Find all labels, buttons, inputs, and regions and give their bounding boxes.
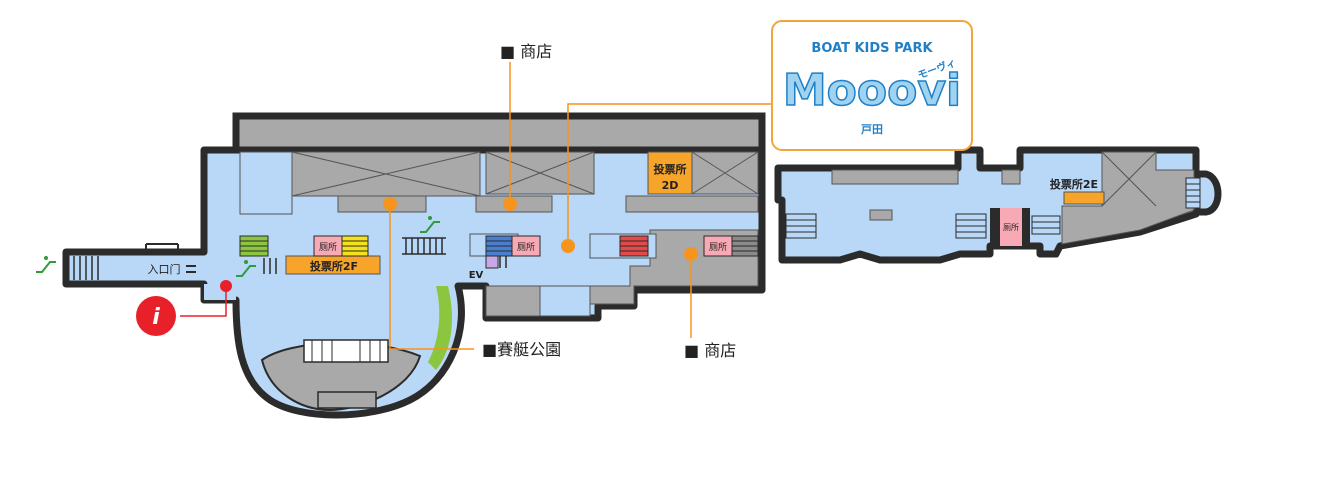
escalator-icon xyxy=(420,216,440,233)
gray-block xyxy=(239,151,293,215)
ev-label: EV xyxy=(469,270,484,281)
stairs-icon xyxy=(485,235,513,257)
toilet: 厕所 xyxy=(313,235,343,257)
gray-block xyxy=(1061,151,1195,245)
voting-2f-label: 投票所2F xyxy=(310,259,358,273)
gray-block xyxy=(625,195,759,213)
park-callout: ■賽艇公園 xyxy=(482,340,561,359)
stairs-icon xyxy=(1031,215,1061,235)
blue-block xyxy=(539,285,591,317)
info-point xyxy=(220,280,232,292)
shop-marker[interactable] xyxy=(684,247,698,261)
stairs-icon xyxy=(263,258,277,274)
kids-park-logo[interactable]: BOAT KIDS PARK Mooovi モーヴィ 戸田 xyxy=(771,20,973,151)
toilet-label: 厕所 xyxy=(517,242,535,253)
gray-block xyxy=(831,169,959,185)
logo-brand: Mooovi xyxy=(783,65,961,116)
svg-text:i: i xyxy=(152,305,160,330)
voting-2e-label: 投票所2E xyxy=(1050,177,1098,191)
toilet xyxy=(1000,208,1022,246)
logo-sub: 戸田 xyxy=(861,123,883,136)
gray-block xyxy=(337,195,427,213)
shop-marker[interactable] xyxy=(503,197,517,211)
door-marker xyxy=(145,243,196,273)
voting-2d-area xyxy=(647,151,693,195)
info-line xyxy=(180,286,227,317)
stairs-icon xyxy=(341,235,369,257)
main-building xyxy=(62,112,766,419)
gray-block xyxy=(869,209,893,221)
kids-park-marker[interactable] xyxy=(561,239,575,253)
stairs-icon xyxy=(955,213,987,239)
main-floor xyxy=(62,146,766,419)
stairs-icon xyxy=(239,235,269,257)
escalator-icon xyxy=(236,260,256,277)
park-marker[interactable] xyxy=(383,197,397,211)
stand-seats xyxy=(303,339,389,363)
stairs-icon xyxy=(73,256,99,280)
stairs-icon xyxy=(1185,177,1201,209)
gray-block xyxy=(1001,169,1021,185)
callout-lines xyxy=(389,62,772,350)
stand-bottom xyxy=(317,391,377,409)
toilet: 厕所 xyxy=(703,235,733,257)
toilet-label: 厕所 xyxy=(319,242,337,253)
shop-callout-bottom: ■ 商店 xyxy=(684,341,736,360)
shop-callout-top: ■ 商店 xyxy=(500,42,552,61)
stairs-icon xyxy=(619,235,649,257)
toilet-label: 厕所 xyxy=(1003,222,1019,232)
stairs-icon xyxy=(785,213,817,239)
stairs-icon xyxy=(731,235,759,257)
logo-top-text: BOAT KIDS PARK xyxy=(811,41,933,56)
stairs-icon xyxy=(402,237,446,255)
east-building: 厕所 投票所2E xyxy=(774,146,1222,264)
entrance-label: 入口门 xyxy=(148,262,181,276)
voting-2d-sub-label: 2D xyxy=(662,179,679,192)
gray-block xyxy=(485,285,541,317)
voting-2e-area xyxy=(1063,191,1105,205)
info-icon[interactable]: i xyxy=(136,296,176,336)
elevator xyxy=(485,255,499,269)
escalator-icon xyxy=(36,256,56,273)
voting-2d-label: 投票所 xyxy=(654,162,687,176)
toilet-label: 厕所 xyxy=(709,242,727,253)
toilet: 厕所 xyxy=(511,235,541,257)
